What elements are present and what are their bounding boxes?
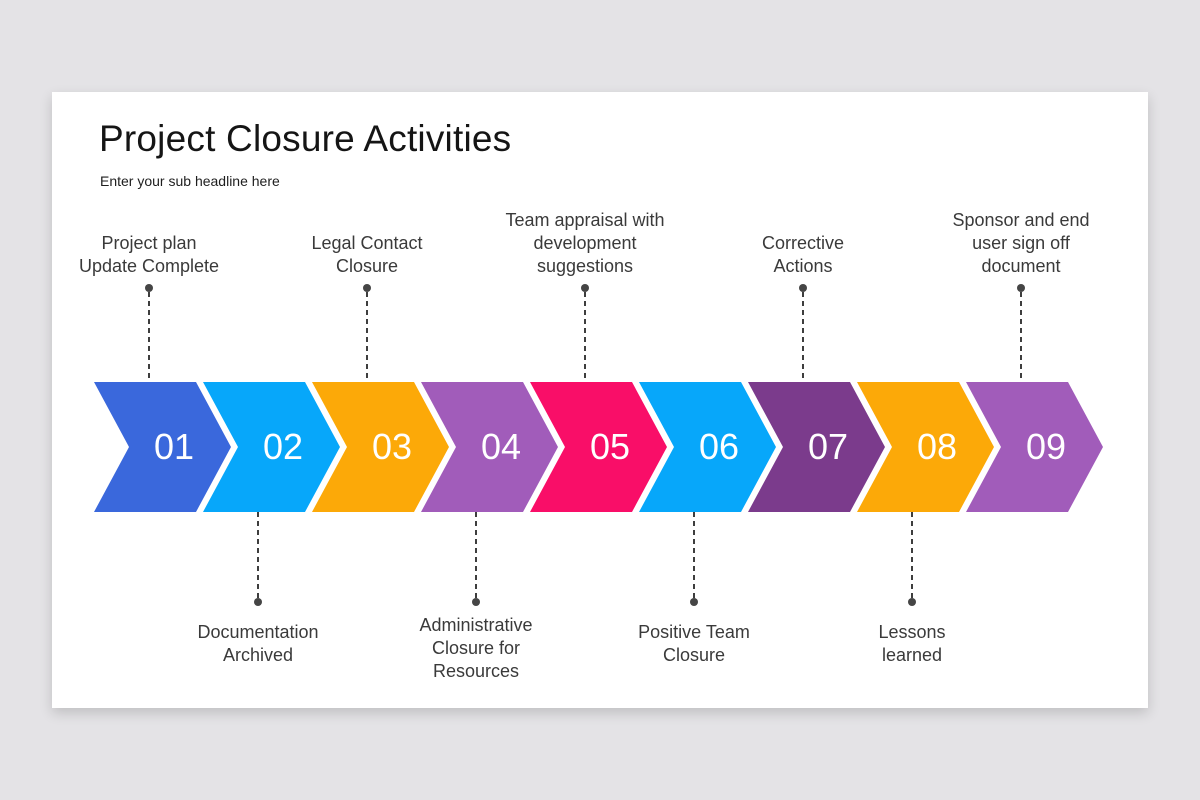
connector-line-8 xyxy=(911,512,913,598)
step-number-4: 04 xyxy=(481,426,521,467)
chevron-arrow-4 xyxy=(421,382,558,512)
page-subtitle: Enter your sub headline here xyxy=(100,173,280,189)
chevron-arrow-1 xyxy=(94,382,231,512)
step-number-5: 05 xyxy=(590,426,630,467)
slide-card: Project Closure Activities Enter your su… xyxy=(52,92,1148,708)
step-number-8: 08 xyxy=(917,426,957,467)
step-number-2: 02 xyxy=(263,426,303,467)
connector-dot-9 xyxy=(1017,284,1025,292)
connector-line-9 xyxy=(1020,292,1022,382)
step-number-7: 07 xyxy=(808,426,848,467)
step-label-1: Project plan Update Complete xyxy=(78,233,220,276)
chevron-arrow-2 xyxy=(203,382,340,512)
step-number-9: 09 xyxy=(1026,426,1066,467)
step-label-8: Lessons learned xyxy=(878,622,946,665)
step-number-3: 03 xyxy=(372,426,412,467)
step-label-4: Administrative Closure for Resources xyxy=(419,615,533,681)
step-label-9: Sponsor and end user sign off document xyxy=(952,210,1090,276)
connector-line-1 xyxy=(148,292,150,382)
connector-line-5 xyxy=(584,292,586,382)
step-number-1: 01 xyxy=(154,426,194,467)
step-label-3: Legal Contact Closure xyxy=(311,233,423,276)
chevron-arrow-9 xyxy=(966,382,1103,512)
chevron-arrow-5 xyxy=(530,382,667,512)
connector-dot-5 xyxy=(581,284,589,292)
connector-dot-6 xyxy=(690,598,698,606)
step-label-2: Documentation Archived xyxy=(197,622,319,665)
chevron-arrow-8 xyxy=(857,382,994,512)
step-label-7: Corrective Actions xyxy=(761,233,845,276)
connector-dot-3 xyxy=(363,284,371,292)
connector-line-2 xyxy=(257,512,259,598)
connector-dot-8 xyxy=(908,598,916,606)
connector-line-4 xyxy=(475,512,477,598)
connector-dot-1 xyxy=(145,284,153,292)
chevron-band: 01 02 03 04 05 06 07 08 09 xyxy=(94,382,1103,512)
connector-dot-2 xyxy=(254,598,262,606)
step-label-6: Positive Team Closure xyxy=(638,622,750,665)
chevron-arrow-7 xyxy=(748,382,885,512)
connector-line-6 xyxy=(693,512,695,598)
step-label-5: Team appraisal with development suggesti… xyxy=(505,210,665,276)
chevron-arrow-3 xyxy=(312,382,449,512)
connector-dot-4 xyxy=(472,598,480,606)
page-title: Project Closure Activities xyxy=(99,118,512,159)
timeline-diagram: Project plan Update Complete Legal Conta… xyxy=(52,92,1148,708)
connector-dot-7 xyxy=(799,284,807,292)
step-number-6: 06 xyxy=(699,426,739,467)
connector-line-3 xyxy=(366,292,368,382)
connector-line-7 xyxy=(802,292,804,382)
chevron-arrow-6 xyxy=(639,382,776,512)
